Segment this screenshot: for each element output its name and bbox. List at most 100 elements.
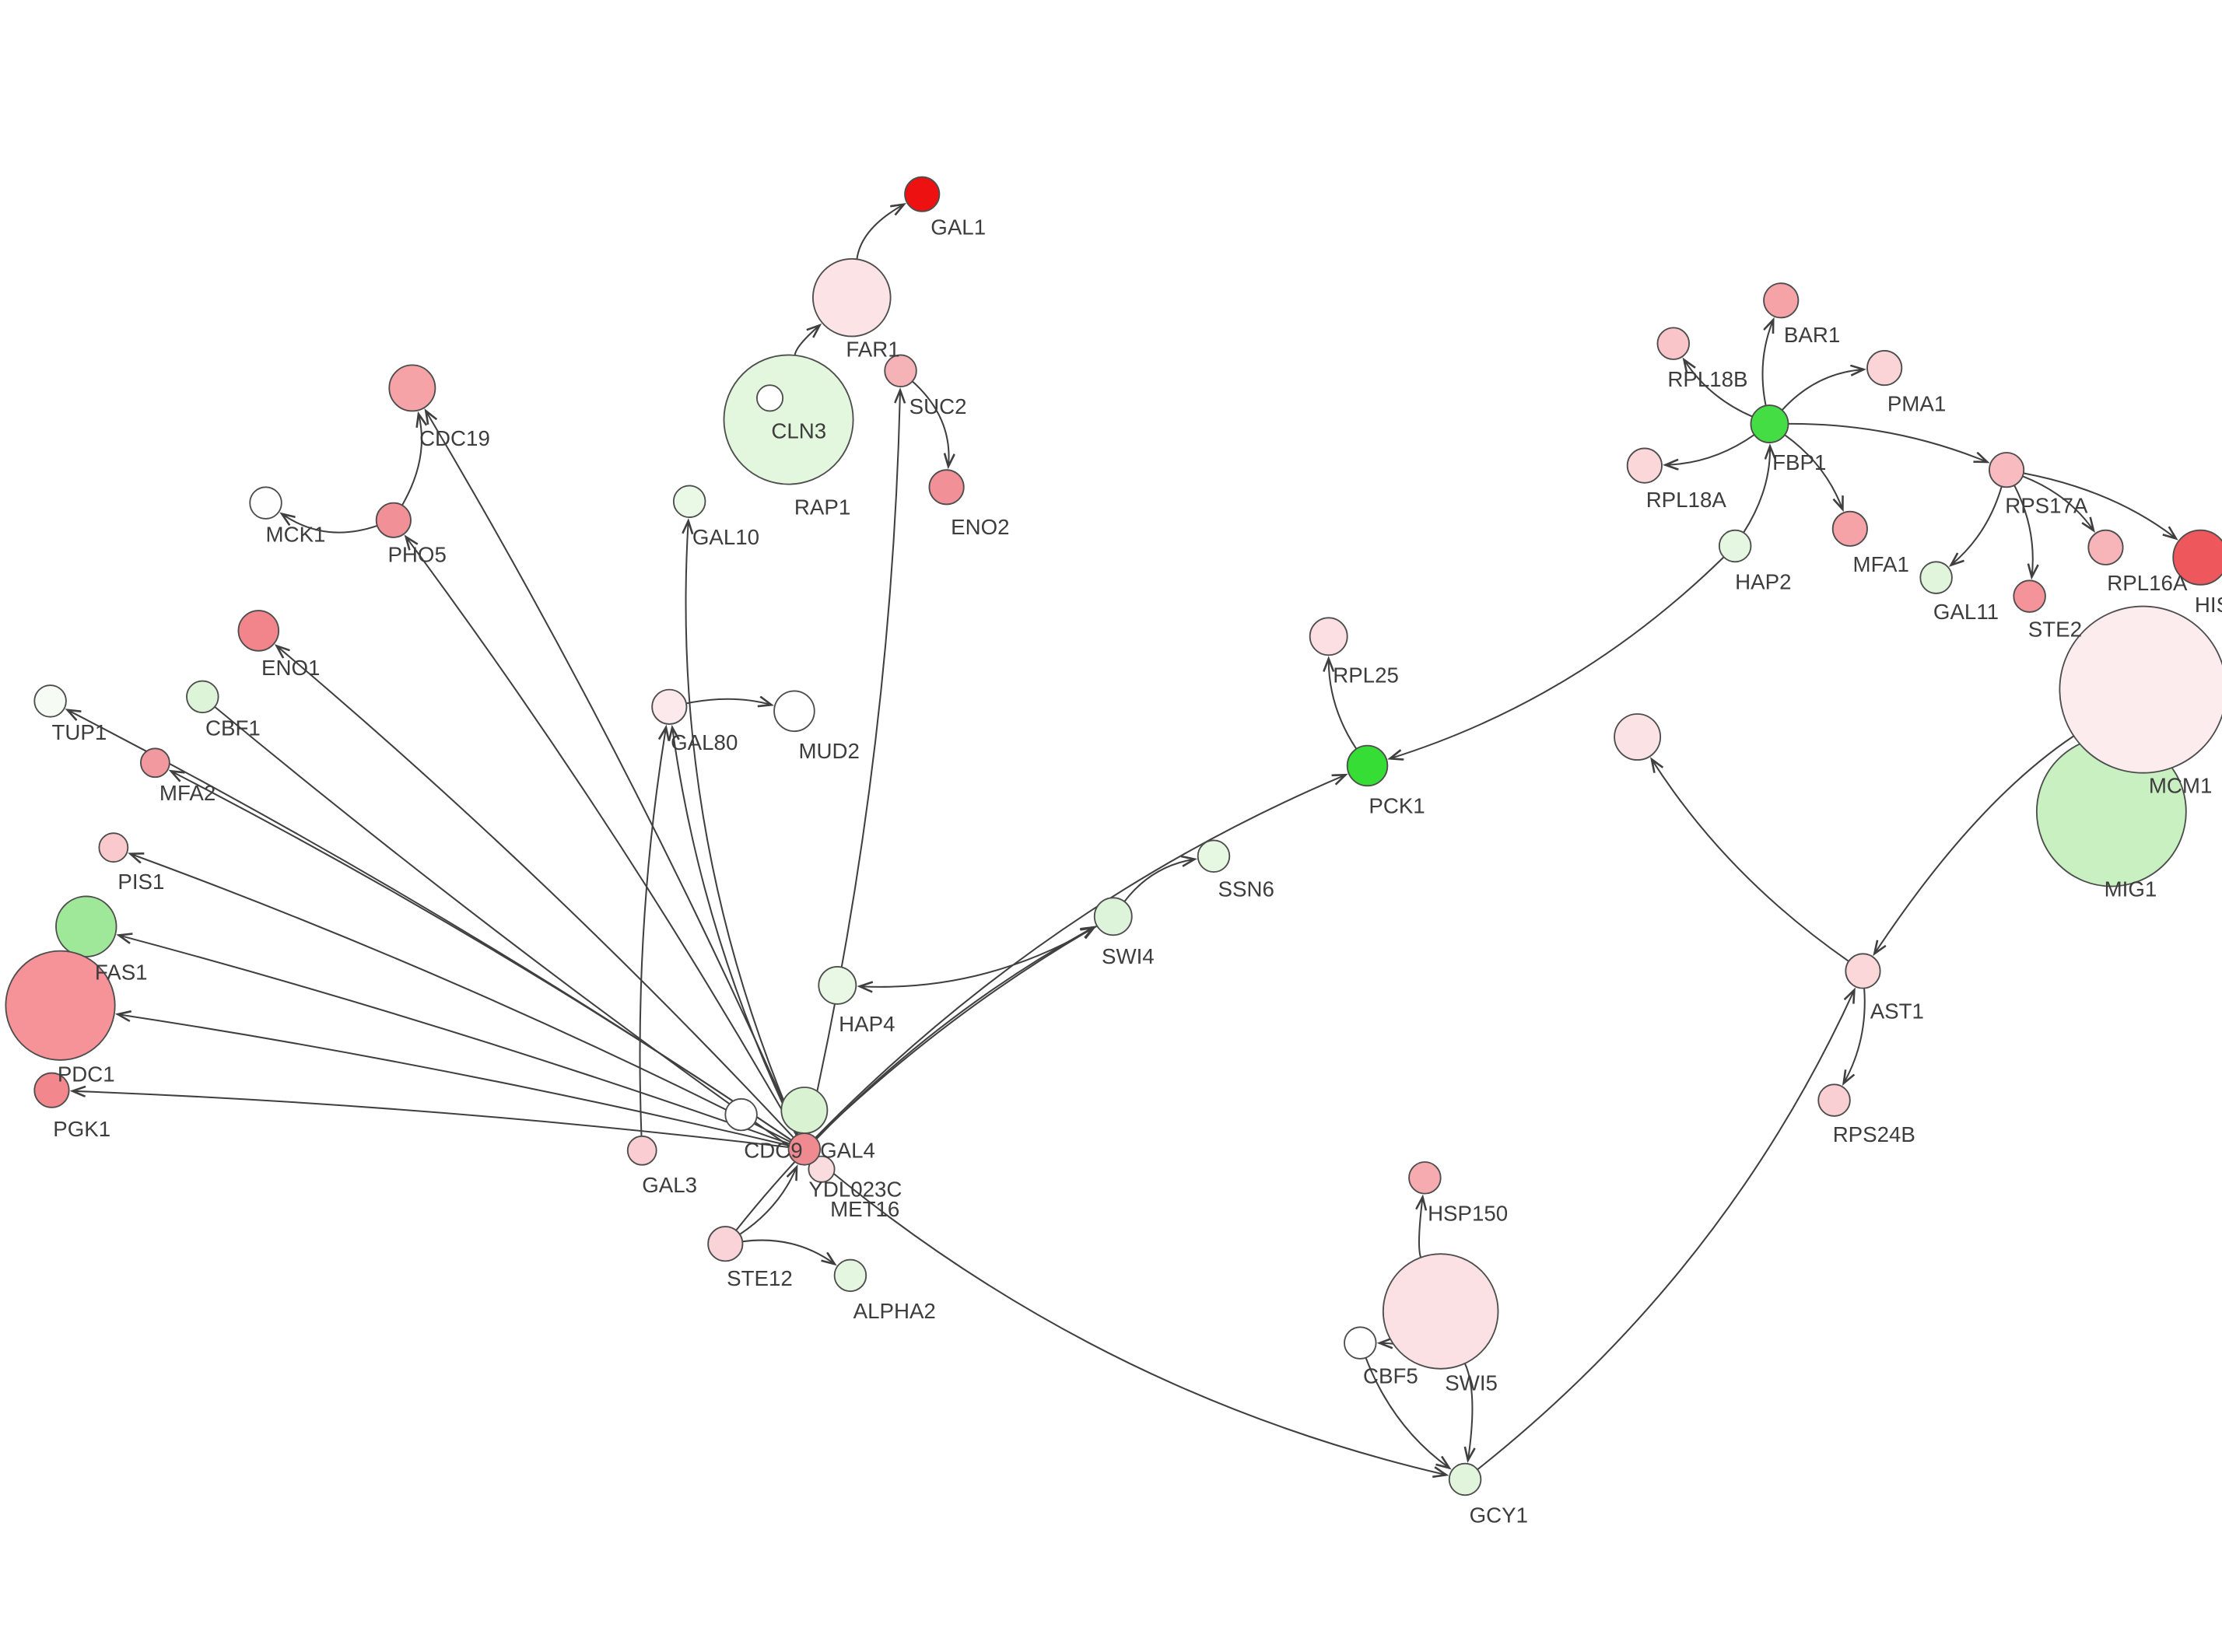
node-gal3[interactable]: [626, 1135, 657, 1166]
node-bar1[interactable]: [1763, 282, 1800, 319]
node-rap1[interactable]: [756, 384, 784, 412]
node-cdc9[interactable]: [724, 1097, 758, 1132]
node-hap2[interactable]: [1718, 529, 1752, 563]
edge-STE12-ALPHA2: [742, 1239, 834, 1264]
node-label-pdc1: PDC1: [58, 1062, 115, 1087]
node-label-rpl16a: RPL16A: [2107, 571, 2188, 595]
node-far1[interactable]: [812, 257, 892, 338]
node-label-gal3: GAL3: [642, 1173, 697, 1197]
node-label-rap1: RAP1: [794, 495, 850, 519]
edge-PHO5-MCK1: [282, 514, 378, 534]
edge-FBP1-BAR1: [1761, 320, 1772, 406]
node-mfa1[interactable]: [1831, 510, 1868, 547]
node-gal10[interactable]: [672, 485, 706, 519]
node-hsp150[interactable]: [1408, 1161, 1442, 1195]
node-ste2[interactable]: [2013, 579, 2046, 613]
node-label-pgk1: PGK1: [53, 1117, 110, 1141]
node-cln3[interactable]: [723, 354, 854, 485]
node-ydl023c[interactable]: [780, 1087, 829, 1135]
edge-RPS17A-HIS4: [2023, 472, 2175, 537]
node-rpl18a[interactable]: [1626, 447, 1663, 484]
node-cbf5[interactable]: [1344, 1326, 1377, 1360]
edge-GAL4-GCY1: [815, 1158, 1446, 1475]
node-cbf1[interactable]: [186, 680, 219, 714]
node-label-ast1: AST1: [1870, 999, 1924, 1023]
node-label-rpl18b: RPL18B: [1667, 367, 1747, 391]
edge-SWI5-GCY1: [1465, 1363, 1473, 1460]
node-gal4[interactable]: [787, 1132, 822, 1166]
node-mcm1[interactable]: [2059, 605, 2222, 774]
node-nodex[interactable]: [1614, 713, 1662, 761]
node-swi5[interactable]: [1382, 1253, 1499, 1370]
node-label-gal1: GAL1: [931, 215, 986, 239]
edge-RPS17A-GAL11: [1951, 486, 2003, 565]
node-label-gal10: GAL10: [692, 525, 759, 549]
node-tup1[interactable]: [33, 684, 67, 718]
node-swi4[interactable]: [1093, 897, 1133, 936]
node-label-rps24b: RPS24B: [1833, 1122, 1915, 1146]
node-rpl25[interactable]: [1309, 617, 1348, 656]
node-pck1[interactable]: [1346, 744, 1389, 787]
node-label-gcy1: GCY1: [1470, 1503, 1528, 1527]
node-ste12[interactable]: [707, 1226, 744, 1262]
node-label-mud2: MUD2: [798, 739, 859, 763]
node-label-mck1: MCK1: [266, 522, 326, 546]
node-ast1[interactable]: [1845, 953, 1881, 989]
node-label-mcm1: MCM1: [2149, 774, 2213, 798]
node-eno1[interactable]: [237, 610, 280, 652]
node-pgk1[interactable]: [33, 1072, 70, 1108]
node-alpha2[interactable]: [833, 1258, 867, 1293]
edge-STE12-SWI4: [735, 928, 1093, 1231]
node-fbp1[interactable]: [1750, 404, 1789, 443]
edge-MCM1-AST1: [1875, 735, 2075, 953]
node-label-gal4: GAL4: [820, 1138, 875, 1162]
node-label-gal80: GAL80: [671, 730, 738, 754]
node-suc2[interactable]: [884, 354, 917, 387]
edge-GAL4-PGK1: [73, 1091, 789, 1148]
node-rps24b[interactable]: [1817, 1083, 1851, 1117]
node-ssn6[interactable]: [1197, 839, 1231, 873]
node-cdc19[interactable]: [388, 364, 436, 412]
node-gal1[interactable]: [904, 176, 941, 212]
edge-FBP1-PMA1: [1781, 369, 1863, 411]
node-eno2[interactable]: [928, 469, 965, 506]
node-rpl18b[interactable]: [1656, 327, 1690, 360]
node-mud2[interactable]: [773, 690, 815, 733]
edge-GAL4-MFA2: [172, 772, 792, 1141]
node-label-met16: MET16: [830, 1197, 899, 1221]
node-mfa2[interactable]: [140, 747, 170, 779]
node-rps17a[interactable]: [1989, 452, 2025, 488]
edge-layer: [68, 205, 2176, 1475]
node-pis1[interactable]: [98, 832, 129, 863]
edge-GAL4-CDC19: [426, 411, 799, 1136]
node-gcy1[interactable]: [1448, 1462, 1482, 1496]
node-label-mig1: MIG1: [2105, 877, 2157, 901]
node-label-cbf5: CBF5: [1363, 1363, 1418, 1388]
node-pho5[interactable]: [375, 502, 412, 538]
node-pma1[interactable]: [1866, 350, 1903, 387]
node-label-tup1: TUP1: [51, 720, 107, 744]
node-label-eno2: ENO2: [951, 515, 1009, 539]
edge-SWI5-HSP150: [1419, 1198, 1422, 1258]
node-mck1[interactable]: [249, 486, 282, 520]
edge-CBF5-GCY1: [1365, 1357, 1449, 1468]
node-label-pma1: PMA1: [1887, 391, 1946, 415]
edge-FAR1-GAL1: [856, 205, 903, 260]
node-pdc1[interactable]: [5, 950, 116, 1061]
node-rpl16a[interactable]: [2087, 529, 2124, 565]
node-label-mfa2: MFA2: [159, 781, 216, 805]
edge-AST1-RPS24B: [1844, 988, 1866, 1083]
node-label-eno1: ENO1: [261, 656, 320, 680]
node-gal80[interactable]: [651, 688, 688, 725]
node-met16[interactable]: [808, 1155, 836, 1183]
edge-PHO5-CDC19: [401, 415, 422, 506]
node-label-gal11: GAL11: [1933, 600, 1999, 624]
node-his4[interactable]: [2172, 529, 2222, 586]
node-hap4[interactable]: [818, 966, 857, 1005]
node-label-rpl18a: RPL18A: [1646, 488, 1727, 512]
node-gal11[interactable]: [1919, 561, 1953, 594]
node-layer: [5, 176, 2222, 1496]
node-fas1[interactable]: [55, 895, 117, 957]
edge-GAL4-GAL10: [686, 522, 799, 1136]
